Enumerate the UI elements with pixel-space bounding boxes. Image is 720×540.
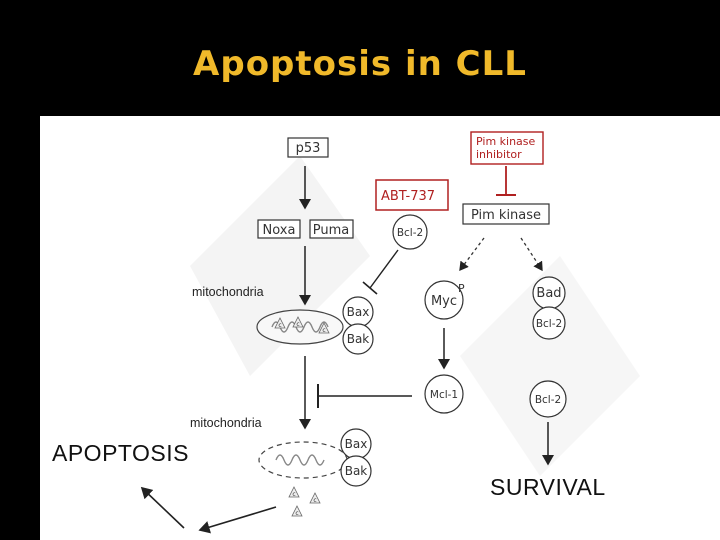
puma-box	[309, 219, 354, 239]
bax-label-1: Bax	[347, 305, 370, 319]
inhibit-bar-bcl2	[362, 281, 378, 295]
cyto-c-released-label-1: c	[292, 491, 295, 498]
cyto-c-label-3: c	[322, 327, 325, 334]
diagram-panel: p53 Noxa Puma ABT-737 Bcl-2 Pim kinase i…	[40, 116, 720, 540]
mitochondrion-permeabilized	[258, 441, 348, 479]
bcl2-circle-right	[529, 380, 567, 418]
noxa-box	[257, 219, 301, 239]
mitochondria-label-1: mitochondria	[192, 285, 264, 299]
pim-inhibitor-label-2: inhibitor	[476, 148, 522, 161]
mcl1-label: Mcl-1	[430, 389, 458, 401]
arrow-pim-to-myc	[459, 237, 485, 272]
background-watermark	[460, 256, 640, 476]
myc-circle	[424, 280, 464, 320]
bcl2-top-label: Bcl-2	[397, 227, 423, 239]
survival-label: SURVIVAL	[490, 474, 606, 500]
p53-label: p53	[296, 141, 321, 156]
bcl2-circle-under-bad	[532, 306, 566, 340]
slide-title: Apoptosis in CLL	[193, 43, 527, 84]
slide-header: Apoptosis in CLL	[0, 0, 720, 113]
cyto-c-released-1	[288, 486, 300, 498]
bak-circle-1	[342, 323, 374, 355]
cyto-c-released-label-3: c	[295, 510, 298, 517]
puma-label: Puma	[313, 223, 349, 238]
abt737-label: ABT-737	[381, 189, 435, 204]
abt737-box	[375, 179, 449, 211]
bax-label-2: Bax	[345, 437, 368, 451]
bcl2-under-bad-label: Bcl-2	[536, 318, 562, 330]
bak-label-1: Bak	[347, 332, 370, 346]
arrow-cytoc-to-caspase	[198, 506, 277, 534]
mito-cristae-2	[275, 454, 325, 466]
cyto-c-released-3	[291, 505, 303, 517]
bcl2-circle-top	[392, 214, 428, 250]
arrow-pim-to-bad	[520, 237, 543, 272]
pim-inhibitor-box	[470, 131, 544, 165]
cyto-c-label-2: c	[296, 321, 299, 328]
mito-cristae-1	[271, 321, 329, 333]
apoptosis-label: APOPTOSIS	[52, 440, 189, 466]
pim-inhibitor-label-1: Pim kinase	[476, 135, 536, 148]
cyto-c-label-1: c	[278, 322, 281, 329]
pim-kinase-box	[462, 203, 550, 225]
noxa-label: Noxa	[263, 223, 296, 238]
pim-kinase-label: Pim kinase	[471, 208, 541, 223]
background-watermark	[190, 156, 370, 376]
cyto-c-released-label-2: c	[313, 497, 316, 504]
mcl1-circle	[424, 374, 464, 414]
p53-box	[287, 137, 329, 158]
bad-label: Bad	[536, 286, 561, 301]
mitochondria-label-2: mitochondria	[190, 416, 262, 430]
myc-label: Myc	[431, 294, 457, 309]
cyto-c-inside-2	[292, 316, 304, 328]
cyto-c-inside-3	[318, 322, 330, 334]
cyto-c-inside-1	[274, 317, 286, 329]
apoptosis-pathway-diagram: p53 Noxa Puma ABT-737 Bcl-2 Pim kinase i…	[52, 131, 640, 534]
arrow-to-apoptosis	[140, 486, 185, 529]
bak-circle-2	[340, 455, 372, 487]
phospho-label: P	[458, 282, 465, 295]
bak-label-2: Bak	[345, 464, 368, 478]
bcl2-right-label: Bcl-2	[535, 394, 561, 406]
cyto-c-released-2	[309, 492, 321, 504]
inhibit-bcl2-to-bax	[369, 249, 399, 289]
